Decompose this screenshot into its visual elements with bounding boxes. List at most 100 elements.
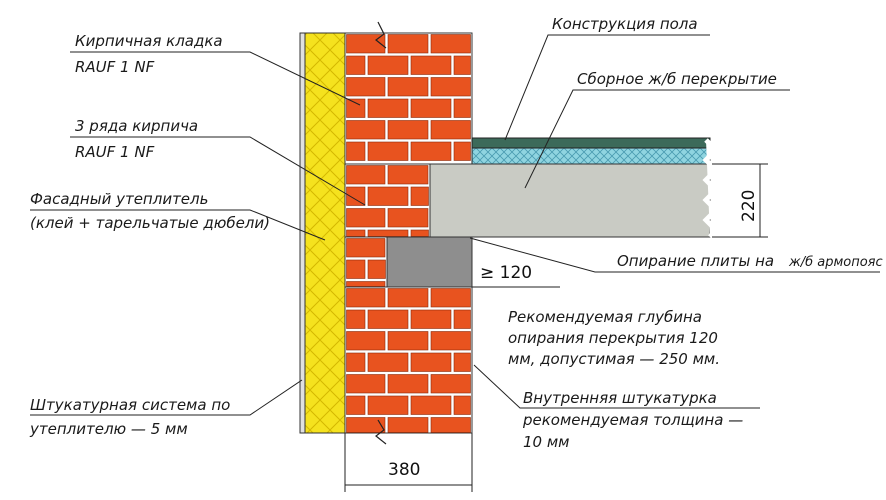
brick <box>387 288 429 308</box>
brick <box>387 374 429 394</box>
label-insulation-line1: Фасадный утеплитель <box>30 190 208 208</box>
brick <box>346 259 366 279</box>
brick <box>410 55 452 75</box>
facade-insulation <box>304 32 346 434</box>
brick <box>410 395 452 415</box>
precast-slab <box>429 163 711 238</box>
leader-inner-plaster <box>473 364 760 409</box>
brick <box>346 77 386 97</box>
brick <box>387 120 429 140</box>
label-plaster-line2: утеплителю — 5 мм <box>29 420 188 438</box>
brick <box>346 186 366 206</box>
label-slab-support-tail: ж/б армопояс <box>788 255 883 270</box>
brick <box>367 98 409 118</box>
wall-break-bottom <box>375 419 387 445</box>
slab-break-mark <box>702 138 720 239</box>
label-inner-plaster-line1: Внутренняя штукатурка <box>523 389 717 407</box>
brick <box>410 352 452 372</box>
brick <box>367 352 409 372</box>
leader-floor-construction <box>504 34 710 141</box>
brick <box>410 229 429 237</box>
label-recommendation-line3: мм, допустимая — 250 мм. <box>508 350 720 368</box>
brick-masonry-upper <box>344 32 473 165</box>
label-recommendation-line2: опирания перекрытия 120 <box>508 329 718 347</box>
brick <box>346 288 386 308</box>
brick <box>453 352 471 372</box>
brick-masonry-three-rows <box>344 163 431 238</box>
label-three-rows-line1: 3 ряда кирпича <box>75 117 198 135</box>
brick <box>346 229 366 237</box>
brick <box>410 141 452 161</box>
brick <box>430 331 471 351</box>
dim-220-label: 220 <box>739 190 759 222</box>
brick <box>346 417 386 433</box>
brick <box>430 77 471 97</box>
brick <box>410 98 452 118</box>
brick <box>346 238 386 258</box>
brick <box>346 352 366 372</box>
brick <box>387 208 429 228</box>
label-inner-plaster-line3: 10 мм <box>523 433 570 451</box>
brick <box>346 98 366 118</box>
facade-plaster-layer <box>299 32 306 434</box>
leader-insulation <box>30 209 326 241</box>
brick <box>346 331 386 351</box>
brick <box>453 395 471 415</box>
brick <box>430 34 471 54</box>
brick <box>346 55 366 75</box>
brick <box>346 34 386 54</box>
brick <box>346 208 386 228</box>
brick <box>346 165 386 185</box>
brick <box>387 34 429 54</box>
brick <box>367 395 409 415</box>
brick <box>346 395 366 415</box>
brick <box>346 141 366 161</box>
label-recommendation-line1: Рекомендуемая глубина <box>508 308 702 326</box>
brick <box>387 77 429 97</box>
wall-break-top <box>375 21 387 49</box>
dim-380-label: 380 <box>388 460 420 480</box>
brick <box>430 374 471 394</box>
brick <box>387 331 429 351</box>
label-brick-line1: Кирпичная кладка <box>75 32 223 50</box>
brick <box>387 165 429 185</box>
brick <box>430 288 471 308</box>
brick <box>453 141 471 161</box>
brick <box>346 281 386 287</box>
leader-precast-slab <box>524 89 790 189</box>
brick-masonry-lower <box>344 236 473 434</box>
brick <box>410 186 429 206</box>
leader-brick <box>70 51 361 106</box>
brick <box>453 55 471 75</box>
brick <box>346 120 386 140</box>
label-plaster-line1: Штукатурная система по <box>30 396 230 414</box>
label-insulation-line2: (клей + тарельчатые дюбели) <box>30 214 270 232</box>
concrete-belt <box>386 236 473 288</box>
brick <box>430 417 471 433</box>
floor-screed <box>471 147 711 165</box>
brick <box>367 186 409 206</box>
dim-120-label: ≥ 120 <box>480 263 532 283</box>
label-precast-slab: Сборное ж/б перекрытие <box>577 70 777 88</box>
leader-three-rows <box>70 136 366 206</box>
label-inner-plaster-line2: рекомендуемая толщина — <box>522 411 743 429</box>
brick <box>430 120 471 140</box>
brick <box>410 309 452 329</box>
brick <box>453 98 471 118</box>
label-three-rows-line2: RAUF 1 NF <box>75 143 155 161</box>
brick <box>367 309 409 329</box>
brick <box>367 55 409 75</box>
leader-slab-support <box>469 237 880 273</box>
brick <box>346 374 386 394</box>
brick <box>367 229 409 237</box>
label-floor-construction: Конструкция пола <box>552 15 698 33</box>
leader-plaster <box>30 379 303 416</box>
label-slab-support: Опирание плиты на <box>617 252 774 270</box>
floor-top-finish <box>471 137 711 149</box>
brick <box>387 417 429 433</box>
brick <box>346 309 366 329</box>
brick <box>453 309 471 329</box>
label-brick-line2: RAUF 1 NF <box>75 58 155 76</box>
brick <box>367 259 386 279</box>
